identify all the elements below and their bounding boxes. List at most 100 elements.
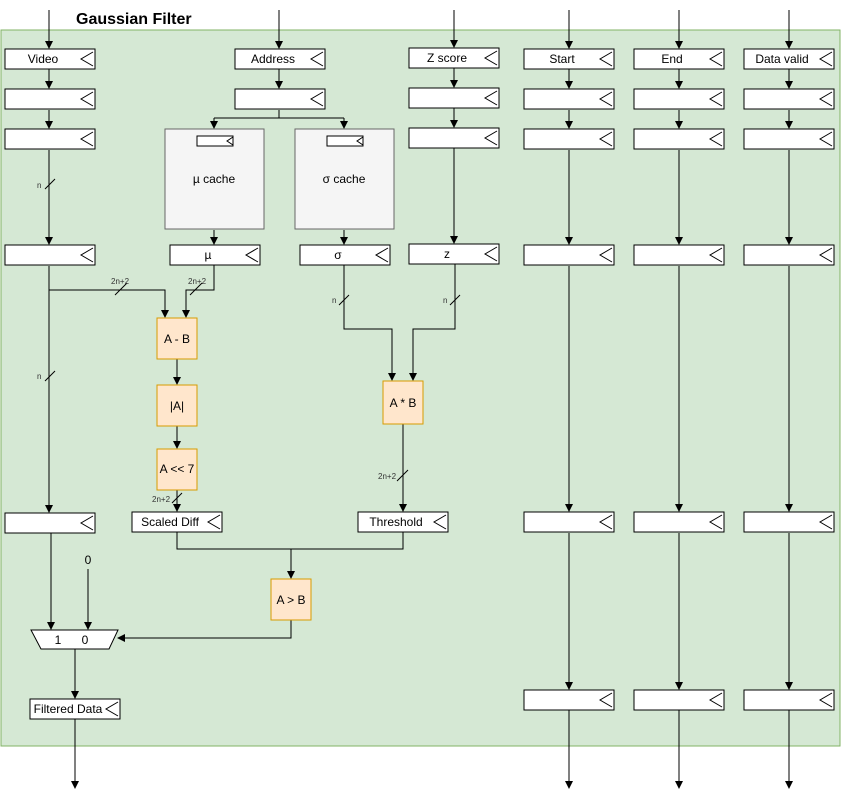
register-video-stage-3 bbox=[4, 244, 96, 266]
clock-icon bbox=[80, 247, 94, 263]
register-end: End bbox=[633, 48, 725, 70]
clock-icon bbox=[709, 131, 723, 147]
clock-icon bbox=[709, 91, 723, 107]
clock-icon bbox=[105, 701, 119, 717]
register-filtered-data: Filtered Data bbox=[29, 698, 121, 720]
clock-icon bbox=[599, 91, 613, 107]
clock-icon bbox=[709, 51, 723, 67]
mu-cache-label: µ cache bbox=[193, 172, 236, 186]
register-video-label: Video bbox=[28, 52, 59, 66]
register-data-valid-stage-4 bbox=[743, 511, 835, 533]
clock-icon bbox=[310, 91, 324, 107]
output-mux: 1 0 bbox=[30, 629, 119, 650]
register-address-stage-1 bbox=[234, 88, 326, 110]
clock-icon bbox=[599, 692, 613, 708]
register-end-label: End bbox=[661, 52, 682, 66]
clock-icon bbox=[599, 514, 613, 530]
page-title: Gaussian Filter bbox=[76, 11, 192, 28]
register-mu: µ bbox=[169, 244, 261, 266]
register-data-valid-stage-2 bbox=[743, 128, 835, 150]
register-data-valid-stage-5 bbox=[743, 689, 835, 711]
wires bbox=[44, 10, 793, 789]
register-start-stage-4 bbox=[523, 511, 615, 533]
register-end-stage-4 bbox=[633, 511, 725, 533]
register-start-label: Start bbox=[549, 52, 575, 66]
sigma-cache: σ cache bbox=[294, 128, 395, 230]
svg-text:A > B: A > B bbox=[276, 593, 305, 607]
bus-width-label: n bbox=[443, 296, 447, 305]
svg-text:A * B: A * B bbox=[390, 396, 417, 410]
op-mul: A * B bbox=[382, 380, 424, 425]
clock-icon bbox=[819, 247, 833, 263]
clock-icon bbox=[484, 130, 498, 146]
clock-icon bbox=[310, 51, 324, 67]
svg-text:A << 7: A << 7 bbox=[160, 462, 195, 476]
register-start-stage-1 bbox=[523, 88, 615, 110]
sigma-cache-label: σ cache bbox=[323, 172, 366, 186]
clock-icon bbox=[819, 51, 833, 67]
clock-icon bbox=[433, 514, 447, 530]
svg-text:A - B: A - B bbox=[164, 332, 190, 346]
register-threshold: Threshold bbox=[357, 511, 449, 533]
clock-icon bbox=[599, 247, 613, 263]
clock-icon bbox=[245, 247, 259, 263]
op-shift: A << 7 bbox=[156, 448, 198, 491]
register-address-label: Address bbox=[251, 52, 295, 66]
bus-width-label: 2n+2 bbox=[378, 472, 397, 481]
clock-icon bbox=[80, 131, 94, 147]
clock-icon bbox=[709, 692, 723, 708]
op-sub: A - B bbox=[156, 317, 198, 360]
clock-icon bbox=[599, 51, 613, 67]
register-address: Address bbox=[234, 48, 326, 70]
clock-icon bbox=[709, 514, 723, 530]
clock-icon bbox=[484, 90, 498, 106]
register-scaled-diff: Scaled Diff bbox=[131, 511, 223, 533]
register-mu-label: µ bbox=[205, 248, 212, 262]
register-data-valid-stage-1 bbox=[743, 88, 835, 110]
register-end-stage-5 bbox=[633, 689, 725, 711]
register-start-stage-2 bbox=[523, 128, 615, 150]
bus-width-label: n bbox=[332, 296, 336, 305]
register-end-stage-3 bbox=[633, 244, 725, 266]
bus-width-label: 2n+2 bbox=[111, 277, 130, 286]
register-zscore-stage-1 bbox=[408, 87, 500, 109]
clock-icon bbox=[819, 692, 833, 708]
register-threshold-label: Threshold bbox=[369, 515, 422, 529]
cache-register-icon bbox=[196, 135, 234, 147]
bus-width-label: n bbox=[37, 181, 41, 190]
register-start: Start bbox=[523, 48, 615, 70]
clock-icon bbox=[599, 131, 613, 147]
register-video-stage-4 bbox=[4, 512, 96, 534]
register-z: z bbox=[408, 243, 500, 265]
op-gt: A > B bbox=[270, 578, 312, 621]
mux-input-1-label: 1 bbox=[55, 633, 62, 647]
clock-icon bbox=[375, 247, 389, 263]
svg-text:|A|: |A| bbox=[170, 399, 184, 413]
register-z-label: z bbox=[444, 247, 450, 261]
clock-icon bbox=[484, 50, 498, 66]
register-end-stage-2 bbox=[633, 128, 725, 150]
clock-icon bbox=[207, 514, 221, 530]
clock-icon bbox=[709, 247, 723, 263]
clock-icon bbox=[80, 51, 94, 67]
register-end-stage-1 bbox=[633, 88, 725, 110]
register-filtered-data-label: Filtered Data bbox=[34, 702, 103, 716]
register-zscore-label: Z score bbox=[427, 51, 467, 65]
const-zero-label: 0 bbox=[85, 553, 92, 567]
clock-icon bbox=[80, 91, 94, 107]
register-sigma-label: σ bbox=[334, 248, 342, 262]
op-abs: |A| bbox=[156, 384, 198, 427]
register-zscore-stage-2 bbox=[408, 127, 500, 149]
register-video-stage-1 bbox=[4, 88, 96, 110]
mux-input-0-label: 0 bbox=[82, 633, 89, 647]
mu-cache: µ cache bbox=[164, 128, 265, 230]
clock-icon bbox=[80, 515, 94, 531]
register-start-stage-3 bbox=[523, 244, 615, 266]
clock-icon bbox=[484, 246, 498, 262]
clock-icon bbox=[819, 131, 833, 147]
clock-icon bbox=[819, 91, 833, 107]
register-start-stage-5 bbox=[523, 689, 615, 711]
register-data-valid-label: Data valid bbox=[755, 52, 808, 66]
